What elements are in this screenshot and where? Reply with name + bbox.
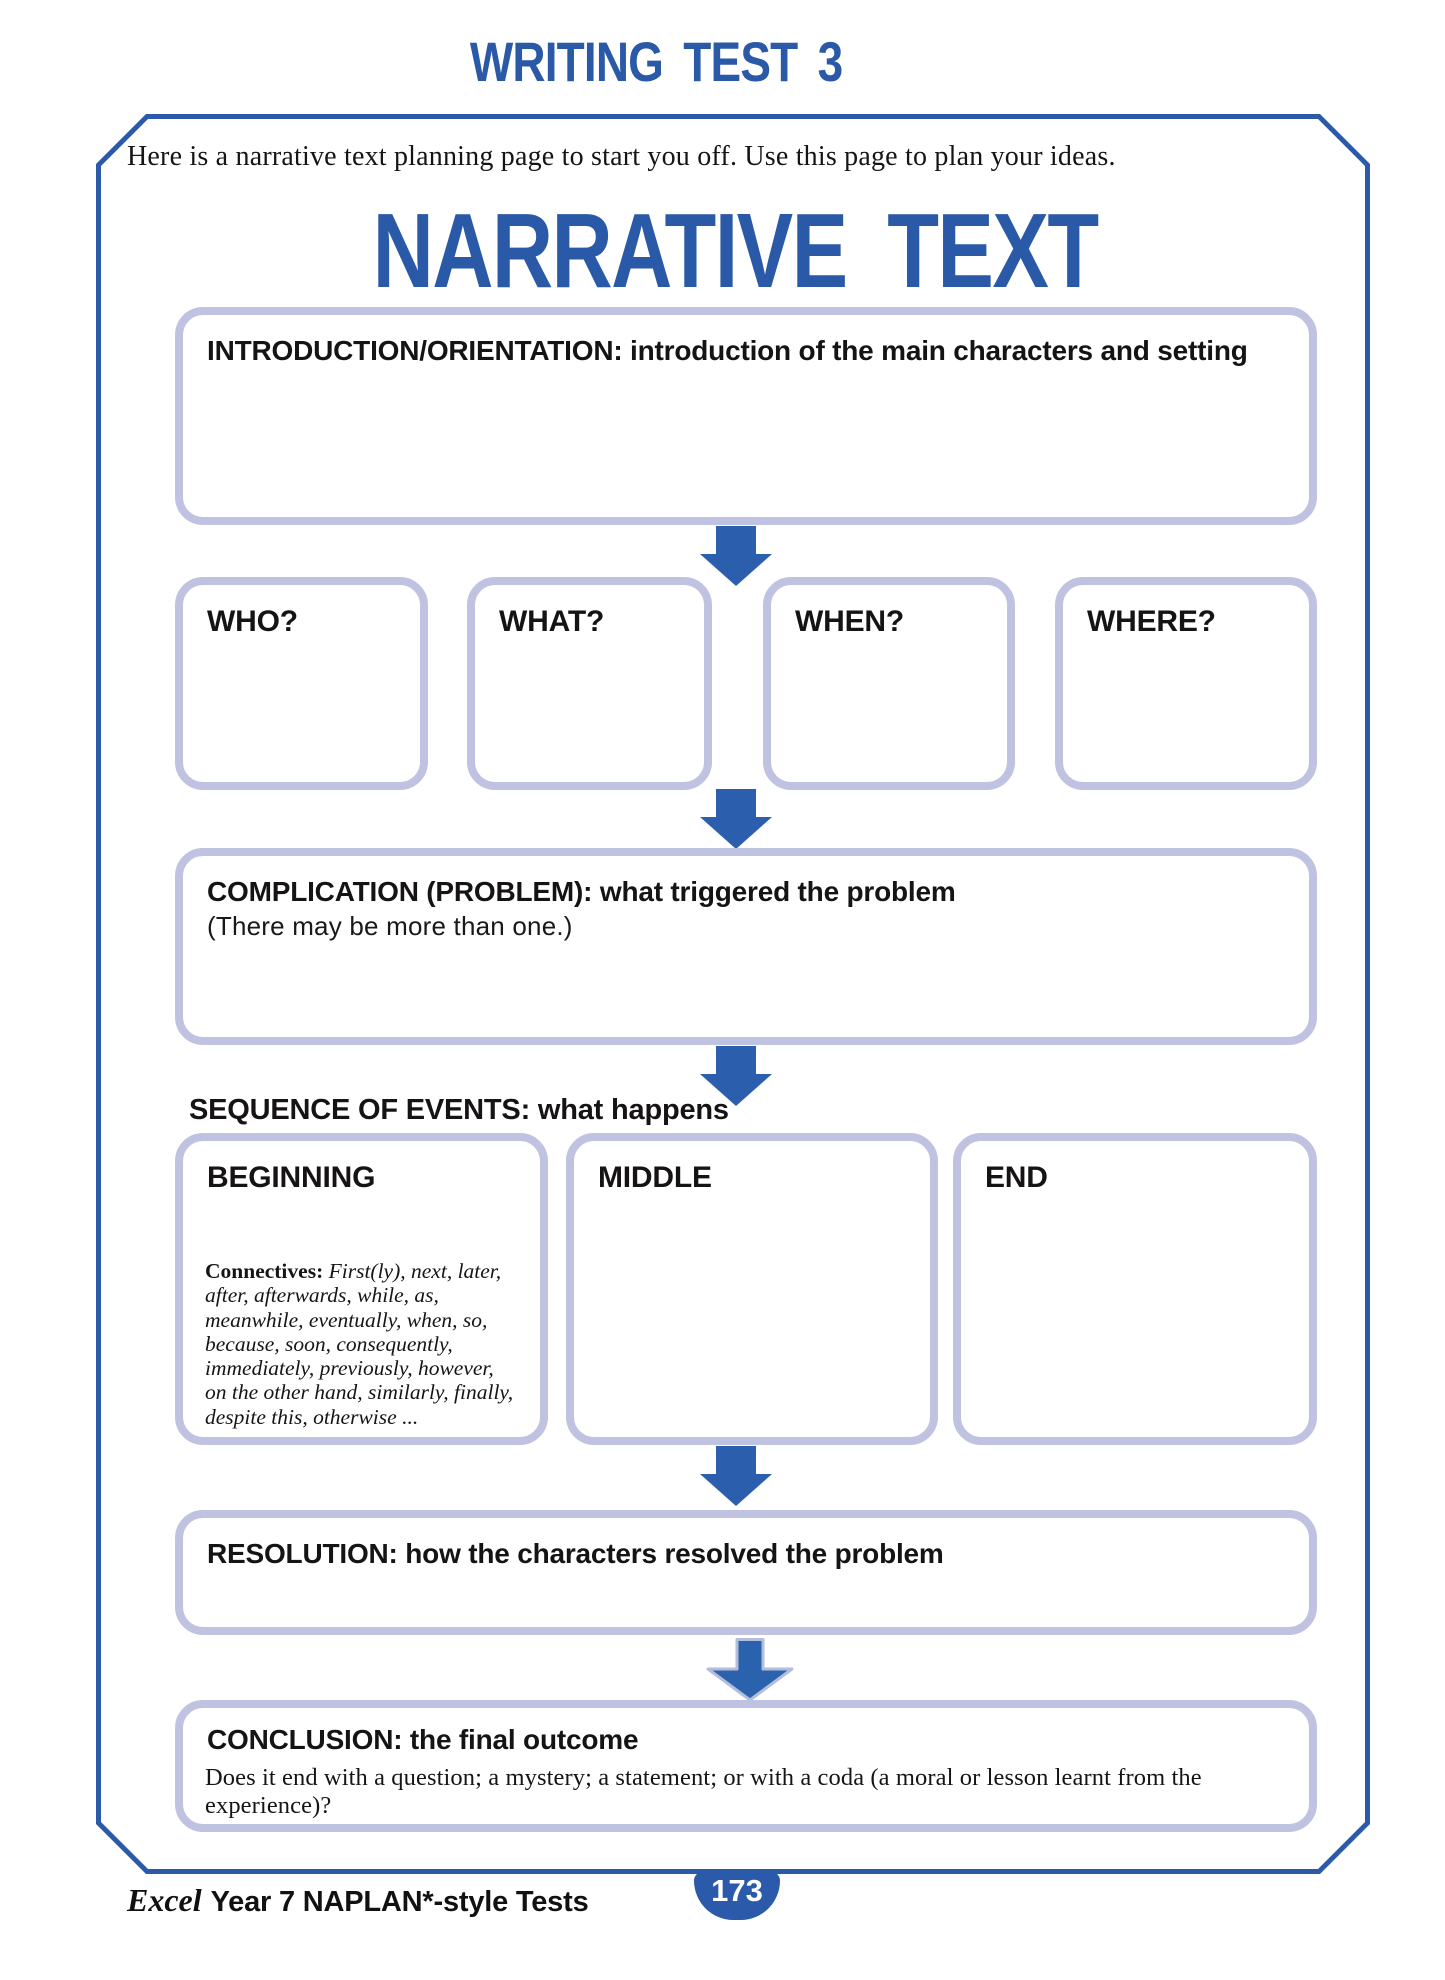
down-arrow-icon [700,526,772,586]
beginning-heading: BEGINNING [207,1161,376,1194]
down-arrow-icon [700,1046,772,1106]
where-heading: WHERE? [1087,605,1216,638]
complication-note: (There may be more than one.) [207,911,573,942]
what-box: WHAT? [467,577,712,790]
down-arrow-icon [700,1446,772,1506]
complication-box: COMPLICATION (PROBLEM): what triggered t… [175,848,1317,1045]
when-heading: WHEN? [795,605,904,638]
what-heading: WHAT? [499,605,605,638]
footer-series-title: Year 7 NAPLAN*-style Tests [210,1886,589,1918]
page-title: WRITING TEST 3 [0,34,1312,90]
middle-box: MIDDLE [566,1133,938,1445]
introduction-box: INTRODUCTION/ORIENTATION: introduction o… [175,307,1317,525]
main-heading: NARRATIVE TEXT [0,198,1445,304]
who-heading: WHO? [207,605,298,638]
page-number: 173 [711,1873,763,1908]
end-box: END [953,1133,1317,1445]
conclusion-box: CONCLUSION: the final outcome Does it en… [175,1700,1317,1832]
footer: Excel Year 7 NAPLAN*-style Tests [127,1882,589,1919]
footer-brand: Excel [127,1882,202,1918]
conclusion-note: Does it end with a question; a mystery; … [205,1764,1202,1820]
intro-sentence: Here is a narrative text planning page t… [127,141,1116,172]
connectives-note: Connectives: First(ly), next, later, aft… [205,1259,520,1429]
resolution-heading: RESOLUTION: how the characters resolved … [207,1538,944,1569]
page-number-badge: 173 [694,1872,780,1920]
page-title-text: WRITING TEST 3 [469,30,843,93]
sequence-of-events-label: SEQUENCE OF EVENTS: what happens [189,1094,729,1126]
complication-heading: COMPLICATION (PROBLEM): what triggered t… [207,876,956,907]
resolution-box: RESOLUTION: how the characters resolved … [175,1510,1317,1635]
middle-heading: MIDDLE [598,1161,712,1194]
conclusion-heading: CONCLUSION: the final outcome [207,1724,639,1755]
end-heading: END [985,1161,1048,1194]
introduction-heading: INTRODUCTION/ORIENTATION: introduction o… [207,335,1248,366]
who-box: WHO? [175,577,428,790]
connectives-label: Connectives: [205,1259,324,1283]
connectives-list: First(ly), next, later, after, afterward… [205,1259,514,1429]
main-heading-text: NARRATIVE TEXT [372,192,1100,310]
beginning-box: BEGINNING Connectives: First(ly), next, … [175,1133,548,1445]
down-arrow-icon [706,1638,794,1702]
where-box: WHERE? [1055,577,1317,790]
when-box: WHEN? [763,577,1015,790]
down-arrow-icon [700,789,772,849]
